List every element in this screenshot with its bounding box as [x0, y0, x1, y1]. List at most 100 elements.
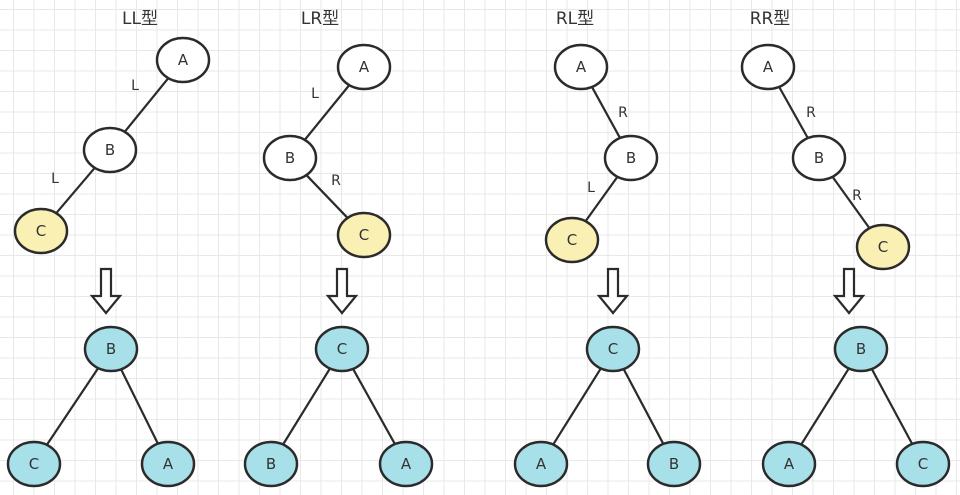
- node-label: B: [285, 149, 295, 167]
- node-a: A: [740, 43, 796, 91]
- node-circle: [82, 126, 138, 174]
- node-circle: [140, 440, 196, 488]
- node-b: B: [82, 126, 138, 174]
- node-circle: [603, 134, 659, 182]
- node-a: A: [155, 36, 211, 84]
- down-arrow-icon: [325, 267, 359, 315]
- edge-b-c: [305, 174, 349, 219]
- node-circle: [155, 36, 211, 84]
- result-node-root: C: [314, 325, 370, 373]
- edge-root-left: [282, 367, 331, 446]
- result-node-left: A: [761, 440, 817, 488]
- node-label: A: [763, 58, 774, 76]
- node-circle: [855, 223, 911, 271]
- node-label: B: [856, 340, 866, 358]
- result-node-right: C: [895, 440, 951, 488]
- down-arrow-icon: [832, 267, 866, 315]
- node-label: B: [106, 340, 116, 358]
- edge-direction-label: L: [311, 86, 319, 102]
- result-node-right: A: [140, 440, 196, 488]
- node-label: C: [918, 455, 928, 473]
- node-label: C: [36, 222, 46, 240]
- node-label: A: [536, 455, 547, 473]
- result-node-root: B: [833, 325, 889, 373]
- panel-title: LL型: [122, 9, 158, 29]
- result-node-left: B: [243, 440, 299, 488]
- node-circle: [585, 325, 641, 373]
- node-circle: [513, 440, 569, 488]
- node-label: B: [814, 149, 824, 167]
- edge-b-c: [584, 176, 619, 222]
- edge-direction-label: R: [618, 105, 628, 121]
- down-arrow-icon: [89, 267, 123, 315]
- edge-direction-label: L: [51, 171, 59, 187]
- node-c: C: [13, 207, 69, 255]
- node-label: C: [878, 238, 888, 256]
- after-tree: B C A: [6, 325, 196, 488]
- after-tree: C A B: [513, 325, 702, 488]
- edge-root-left: [552, 367, 602, 446]
- node-label: C: [29, 455, 39, 473]
- edge-a-b: [778, 86, 809, 139]
- edge-a-b: [590, 86, 622, 139]
- node-label: A: [163, 455, 174, 473]
- edge-root-right: [870, 368, 914, 445]
- node-circle: [243, 440, 299, 488]
- edge-a-b: [123, 77, 170, 133]
- edge-root-right: [622, 368, 665, 445]
- node-a: A: [336, 43, 392, 91]
- node-c: C: [855, 223, 911, 271]
- node-c: C: [544, 216, 600, 264]
- panel-ll: LL型 L L A B C B C A: [6, 9, 211, 488]
- node-circle: [336, 211, 392, 259]
- after-tree: C B A: [243, 325, 434, 488]
- node-circle: [553, 43, 609, 91]
- node-label: A: [178, 51, 189, 69]
- node-circle: [791, 134, 847, 182]
- edge-root-left: [800, 367, 850, 446]
- after-tree: B A C: [761, 325, 951, 488]
- panel-title: RR型: [750, 9, 791, 29]
- before-tree: R L A B C: [544, 43, 659, 264]
- node-circle: [83, 325, 139, 373]
- result-node-right: A: [378, 440, 434, 488]
- node-circle: [646, 440, 702, 488]
- result-node-left: A: [513, 440, 569, 488]
- panel-title: RL型: [556, 9, 594, 29]
- result-node-root: C: [585, 325, 641, 373]
- node-circle: [262, 134, 318, 182]
- node-label: C: [567, 231, 577, 249]
- edge-root-left: [45, 367, 100, 446]
- edge-b-c: [831, 176, 871, 229]
- node-label: C: [359, 226, 369, 244]
- edge-direction-label: L: [131, 78, 139, 94]
- result-node-right: B: [646, 440, 702, 488]
- node-label: B: [266, 455, 276, 473]
- edge-direction-label: R: [852, 188, 862, 204]
- node-circle: [378, 440, 434, 488]
- node-label: A: [359, 58, 370, 76]
- node-label: A: [576, 58, 587, 76]
- down-arrow-icon: [596, 267, 630, 315]
- node-circle: [6, 440, 62, 488]
- node-label: B: [105, 141, 115, 159]
- node-label: B: [669, 455, 679, 473]
- result-node-root: B: [83, 325, 139, 373]
- edge-root-right: [120, 368, 159, 445]
- result-node-left: C: [6, 440, 62, 488]
- node-circle: [833, 325, 889, 373]
- node-label: C: [337, 340, 347, 358]
- node-b: B: [603, 134, 659, 182]
- edge-b-c: [55, 167, 96, 214]
- node-circle: [544, 216, 600, 264]
- node-b: B: [262, 134, 318, 182]
- edge-direction-label: L: [587, 180, 595, 196]
- node-circle: [895, 440, 951, 488]
- node-label: A: [401, 455, 412, 473]
- before-tree: L L A B C: [13, 36, 211, 255]
- edge-a-b: [303, 84, 351, 141]
